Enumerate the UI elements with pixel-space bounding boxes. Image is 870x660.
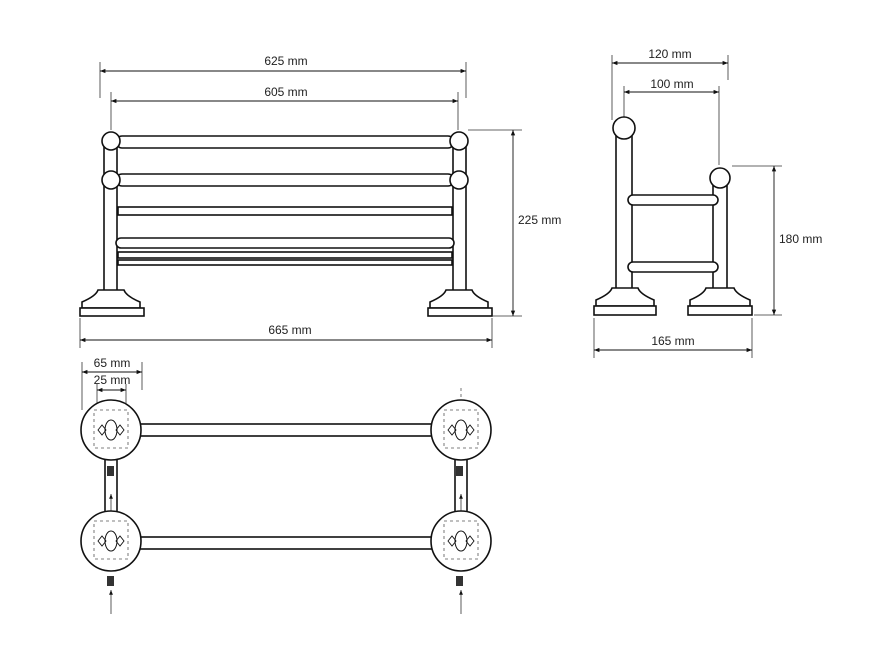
shelf-lower-1 [117, 251, 453, 259]
shelf-front-bar [115, 237, 455, 249]
front-view: 625 mm 605 mm 225 mm 665 mm [79, 54, 561, 348]
side-lower-bar [627, 261, 719, 273]
side-right-base-plate [687, 305, 753, 316]
side-tall-ball [612, 116, 636, 140]
side-left-base-plate [593, 305, 657, 316]
dim-label-625: 625 mm [264, 54, 307, 68]
left-base [81, 289, 141, 309]
left-top-ball [101, 131, 121, 151]
mount-disc-bottom-left [80, 510, 142, 572]
shelf-lower-2 [117, 259, 453, 266]
dim-label-605: 605 mm [264, 85, 307, 99]
top-rail-front [139, 536, 435, 550]
screw-left-mid [107, 466, 114, 476]
dim-label-165: 165 mm [651, 334, 694, 348]
side-left-base [595, 287, 655, 307]
side-short-ball [709, 167, 731, 189]
dim-label-225: 225 mm [518, 213, 561, 227]
mount-disc-top-right [430, 399, 492, 461]
mount-disc-top-left [80, 399, 142, 461]
screw-left-bottom [107, 576, 114, 586]
mount-disc-bottom-right [430, 510, 492, 572]
top-view: 65 mm 25 mm [80, 356, 492, 614]
right-post [452, 139, 467, 293]
top-rail [115, 135, 455, 149]
dim-label-180: 180 mm [779, 232, 822, 246]
left-base-plate [79, 307, 145, 317]
dim-label-100: 100 mm [650, 77, 693, 91]
dim-label-665: 665 mm [268, 323, 311, 337]
side-right-base [689, 287, 751, 307]
dim-label-65: 65 mm [94, 356, 131, 370]
left-post [103, 139, 118, 293]
right-base [429, 289, 489, 309]
side-upper-bar [627, 194, 719, 206]
second-rail [115, 173, 455, 187]
screw-right-mid [456, 466, 463, 476]
screw-right-bottom [456, 576, 463, 586]
left-mid-ball [101, 170, 121, 190]
right-base-plate [427, 307, 493, 317]
top-rail-back [139, 423, 435, 437]
right-mid-ball [449, 170, 469, 190]
dim-label-25: 25 mm [94, 373, 131, 387]
side-view: 120 mm 100 mm 180 mm 165 mm [593, 47, 822, 358]
dim-label-120: 120 mm [648, 47, 691, 61]
right-top-ball [449, 131, 469, 151]
shelf-upper [117, 206, 453, 216]
